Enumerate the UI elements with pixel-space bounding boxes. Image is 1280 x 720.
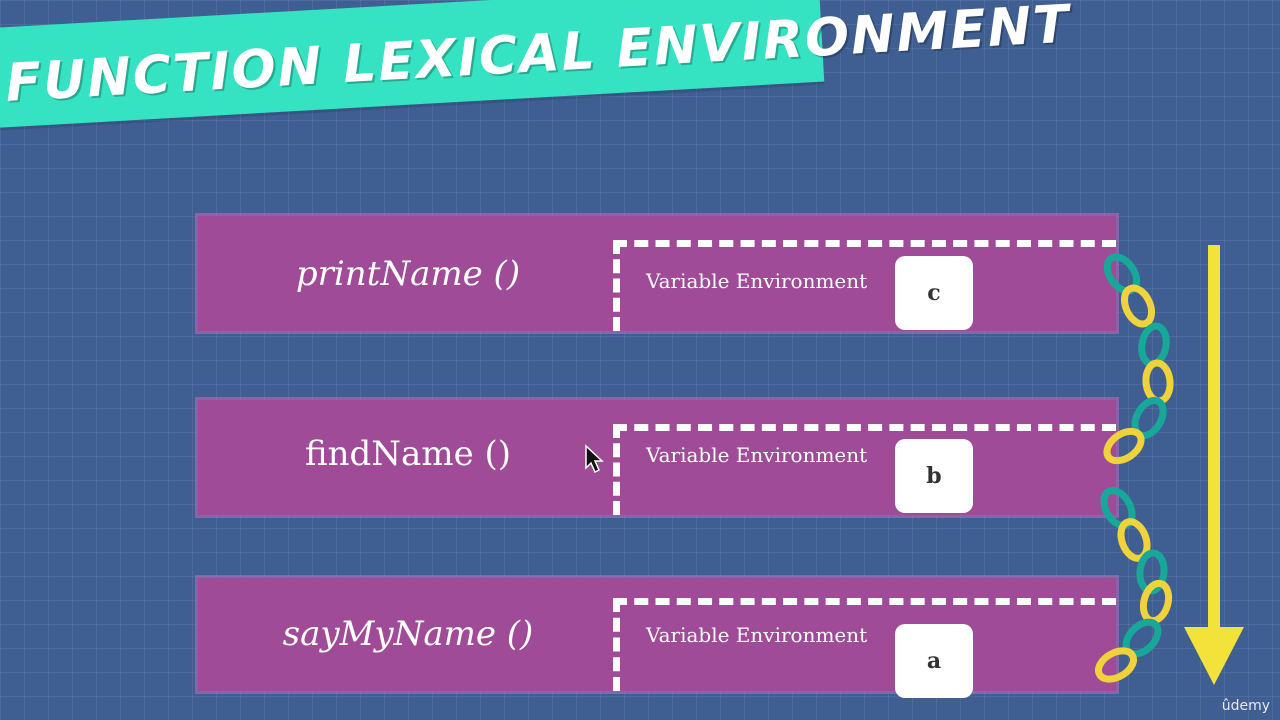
frame-findname: findName () Variable Environment b [198,400,1116,515]
udemy-watermark: ûdemy [1221,698,1270,714]
frame-printname: printName () Variable Environment c [198,216,1116,331]
function-name: sayMyName () [282,614,534,654]
mouse-cursor-icon [585,444,604,474]
variable-box: c [895,256,973,330]
frame-saymyname: sayMyName () Variable Environment a [198,578,1116,698]
variable-environment: Variable Environment a [613,598,1116,698]
variable-environment-label: Variable Environment [646,443,868,467]
scope-chain-icon [1094,253,1174,683]
function-name: printName () [295,254,521,294]
variable-environment-label: Variable Environment [646,623,868,647]
variable-box: b [895,439,973,513]
variable-box: a [895,624,973,698]
variable-environment-label: Variable Environment [646,269,868,293]
variable-environment: Variable Environment b [613,424,1116,515]
function-name: findName () [304,434,512,474]
down-arrow-icon [1184,245,1244,685]
variable-environment: Variable Environment c [613,240,1116,331]
